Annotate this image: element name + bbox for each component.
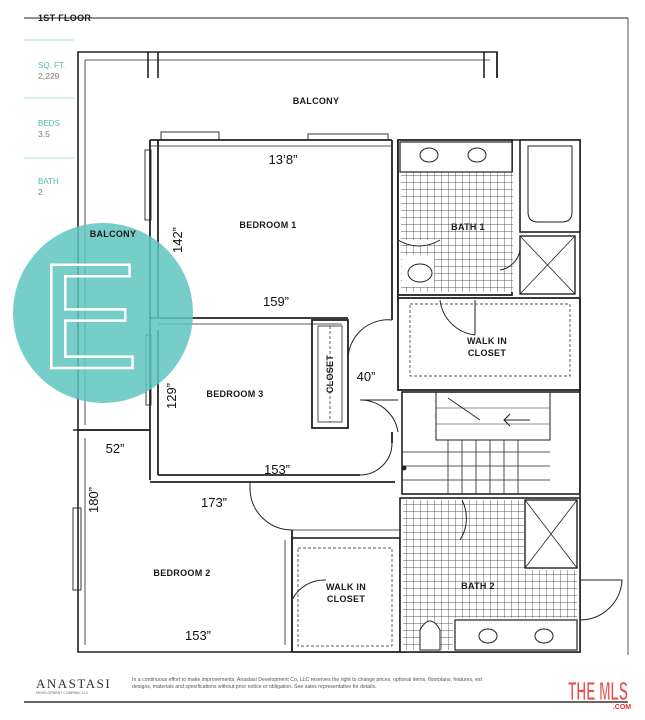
sink-icon [419, 147, 439, 163]
badge-circle [13, 223, 193, 403]
mls-domain: .COM [613, 704, 631, 711]
dim-bed1-bottom: 159” [263, 294, 289, 309]
closet-label: CLOSET [325, 355, 335, 394]
walk-in-closet1-label-line1: WALK IN [467, 336, 507, 346]
bedroom3-label: BEDROOM 3 [206, 389, 263, 399]
bath-heading: BATH [38, 177, 59, 186]
dim-bed2-bottom: 153” [185, 628, 211, 643]
sink-icon [534, 628, 554, 644]
level-badge: E [13, 223, 193, 403]
sqft-value: 2,229 [38, 71, 60, 81]
dim-hall-left: 52” [106, 441, 125, 456]
dim-bed1-width: 13’8” [269, 152, 298, 167]
bath2-area [399, 497, 623, 653]
beds-value: 3.5 [38, 129, 50, 139]
dim-bed2-height: 180” [86, 487, 101, 513]
dim-hall-width: 173” [201, 495, 227, 510]
developer-logo: ANASTASI [36, 676, 111, 691]
developer-logo-sub: DEVELOPMENT COMPANY LLC [36, 691, 89, 695]
balcony-left-label: BALCONY [90, 229, 137, 239]
mls-brand: THE MLS [568, 676, 628, 706]
floor-header: 1ST FLOOR [38, 13, 91, 23]
toilet-icon [407, 263, 433, 283]
balcony-top-label: BALCONY [293, 96, 340, 106]
walk-in-closet1-walls [397, 297, 581, 391]
closet-outline [311, 300, 393, 429]
bath1-area [397, 139, 581, 296]
dim-closet-gap: 40” [357, 369, 376, 384]
bath1-label: BATH 1 [451, 222, 485, 232]
beds-heading: BEDS [38, 119, 60, 128]
staircase [359, 391, 581, 495]
bathtub-icon [527, 145, 573, 223]
bath-value: 2 [38, 187, 43, 197]
sqft-heading: SQ. FT. [38, 61, 65, 70]
dim-bed1-height: 142” [170, 227, 185, 253]
walk-in-closet2-label-line2: CLOSET [327, 594, 366, 604]
bedroom1-label: BEDROOM 1 [239, 220, 296, 230]
disclaimer-line2: designs, materials and specifications wi… [132, 684, 377, 690]
walk-in-closet2-label-line1: WALK IN [326, 582, 366, 592]
sidebar-stats: SQ. FT. 2,229 BEDS 3.5 BATH 2 [24, 39, 74, 197]
bath2-label: BATH 2 [461, 581, 495, 591]
dim-bed3-bottom: 153” [264, 462, 290, 477]
footer: ANASTASI DEVELOPMENT COMPANY LLC In a co… [36, 676, 483, 695]
stair-newel-icon [401, 465, 407, 471]
walk-in-closet1-label-line2: CLOSET [468, 348, 507, 358]
mls-watermark: THE MLS .COM [568, 676, 632, 711]
bedroom2-walls [72, 429, 293, 652]
disclaimer-line1: In a continuous effort to make improveme… [132, 677, 483, 683]
dim-bed3-height: 129” [164, 383, 179, 409]
badge-letter: E [39, 232, 139, 400]
toilet-icon [419, 620, 441, 651]
sink-icon [478, 628, 498, 644]
sink-icon [467, 147, 487, 163]
bedroom2-label: BEDROOM 2 [153, 568, 210, 578]
